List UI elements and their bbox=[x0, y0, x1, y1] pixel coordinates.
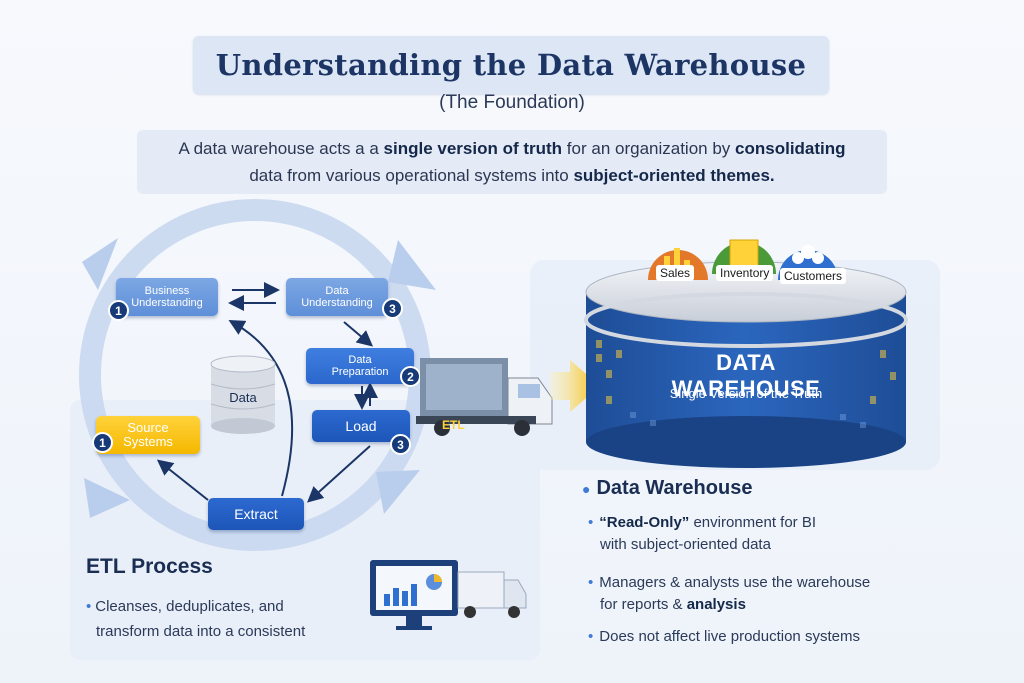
cycle-arrow-icon bbox=[388, 240, 436, 290]
node-label: Understanding bbox=[131, 297, 203, 309]
page-subtitle: (The Foundation) bbox=[439, 92, 585, 113]
category-customers[interactable]: Customers bbox=[780, 268, 847, 284]
intro-part: A data warehouse acts a a bbox=[178, 139, 384, 158]
monitor-chart-icon bbox=[370, 560, 458, 630]
step-badge: 3 bbox=[390, 434, 411, 455]
warehouse-illustration bbox=[416, 239, 940, 470]
intro-emphasis: subject-oriented themes. bbox=[573, 166, 775, 185]
item-emphasis: analysis bbox=[686, 596, 746, 613]
list-item: • Managers & analysts use the warehouse f… bbox=[588, 572, 948, 616]
arrow bbox=[156, 459, 209, 501]
bullet-icon: ● bbox=[582, 481, 591, 497]
node-label: Business bbox=[144, 285, 190, 297]
category-sales[interactable]: Sales bbox=[656, 265, 695, 281]
data-warehouse-title: Data Warehouse bbox=[596, 477, 753, 499]
cycle-arrow-icon bbox=[82, 238, 118, 290]
truck-icon bbox=[457, 571, 527, 618]
node-label: Source bbox=[127, 420, 169, 435]
arrow bbox=[228, 320, 294, 497]
item-text: Does not affect live production systems bbox=[599, 628, 860, 645]
node-label: Data bbox=[325, 285, 349, 297]
etl-line: Cleanses, deduplicates, and bbox=[95, 598, 284, 615]
list-item: • “Read-Only” environment for BI with sub… bbox=[588, 512, 948, 556]
etl-truck-icon bbox=[416, 358, 553, 436]
item-text: environment for BI bbox=[689, 514, 817, 531]
arrow bbox=[307, 445, 371, 503]
item-text: Managers & analysts use the warehouse bbox=[599, 574, 871, 591]
node-label: Understanding bbox=[301, 297, 373, 309]
cycle-arrow-icon bbox=[376, 470, 420, 514]
page-title: Understanding the Data Warehouse bbox=[215, 48, 807, 82]
intro-part: data from various operational systems in… bbox=[249, 166, 574, 185]
intro-part: for an organization by bbox=[562, 139, 736, 158]
database-icon bbox=[210, 355, 276, 434]
warehouse-title: DATA WAREHOUSE bbox=[671, 350, 821, 401]
node-label: Data bbox=[348, 354, 372, 366]
title-banner: Understanding the Data Warehouse bbox=[193, 36, 829, 94]
flow-arrow-icon bbox=[550, 360, 600, 412]
bullet-icon: • bbox=[588, 514, 594, 531]
item-text: with subject-oriented data bbox=[600, 536, 771, 553]
truck-label: ETL bbox=[442, 418, 465, 432]
step-badge: 1 bbox=[108, 300, 129, 321]
bullet-icon: • bbox=[588, 574, 594, 591]
intro-emphasis: consolidating bbox=[735, 139, 846, 158]
data-warehouse-heading: ● Data Warehouse bbox=[582, 477, 752, 500]
step-badge: 1 bbox=[92, 432, 113, 453]
bullet-icon: • bbox=[588, 628, 594, 645]
category-inventory[interactable]: Inventory bbox=[716, 265, 774, 281]
warehouse-subtitle: Single Version of the Truth bbox=[669, 386, 823, 401]
intro-emphasis: single version of truth bbox=[383, 139, 563, 158]
node-label: Systems bbox=[123, 434, 173, 449]
database-label: Data bbox=[229, 390, 257, 405]
item-emphasis: “Read-Only” bbox=[599, 514, 690, 531]
list-item: • Does not affect live production systems bbox=[588, 626, 948, 648]
etl-process-description: •Cleanses, deduplicates, and transform d… bbox=[86, 594, 305, 644]
item-text: for reports & bbox=[600, 596, 687, 613]
bullet-icon: • bbox=[86, 598, 92, 615]
etl-process-title: ETL Process bbox=[86, 555, 213, 578]
arrow bbox=[343, 321, 374, 347]
extract-node[interactable]: Extract bbox=[208, 498, 304, 530]
node-label: Preparation bbox=[331, 366, 389, 378]
intro-text: A data warehouse acts a a single version… bbox=[137, 130, 887, 194]
cycle-arrow-icon bbox=[84, 478, 130, 518]
step-badge: 3 bbox=[382, 298, 403, 319]
etl-line: transform data into a consistent bbox=[96, 623, 306, 640]
